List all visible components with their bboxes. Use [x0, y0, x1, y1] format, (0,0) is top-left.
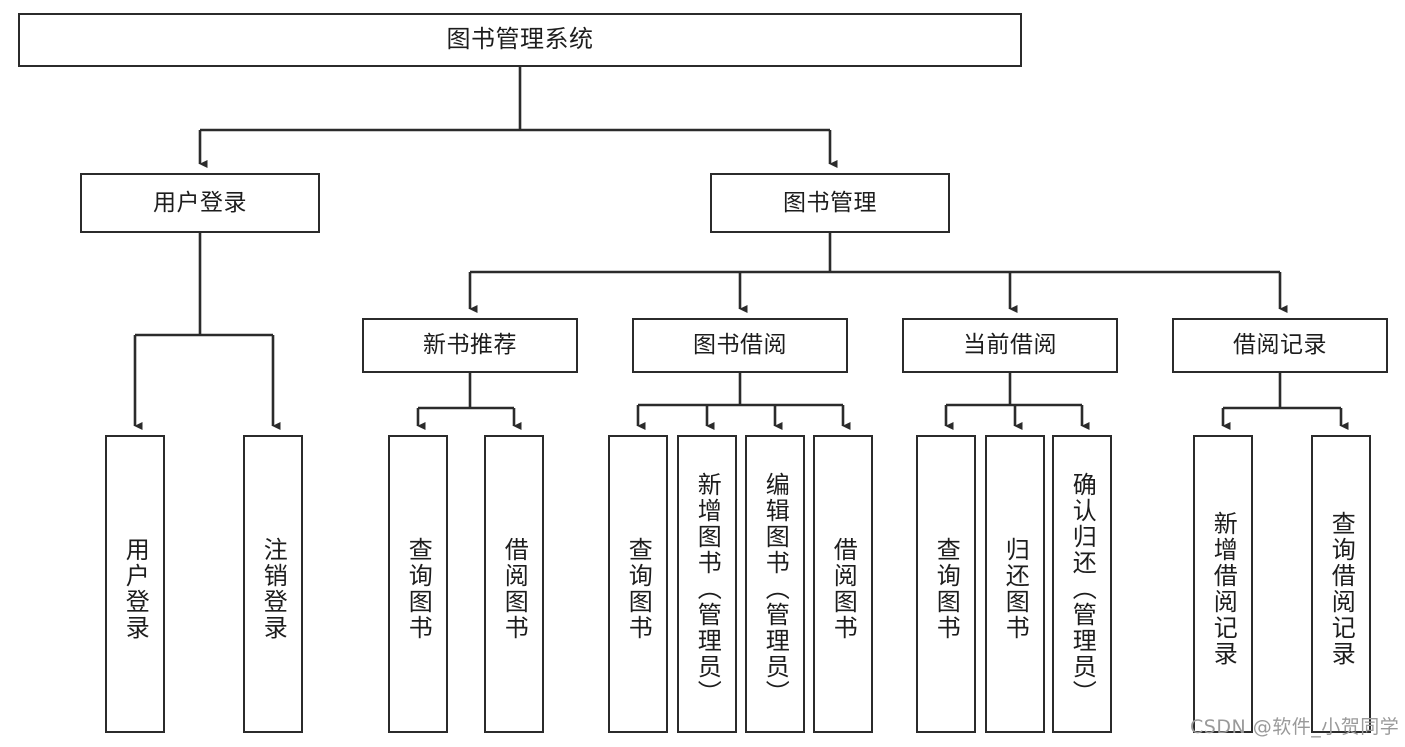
csdn-watermark: CSDN @软件_小贺同学	[1190, 716, 1400, 738]
node-leaf-query-record[interactable]: 查询借阅记录	[1311, 435, 1371, 733]
node-leaf-borrow-book-1-label: 借阅图书	[500, 537, 529, 641]
node-leaf-borrow-book-1[interactable]: 借阅图书	[484, 435, 544, 733]
node-leaf-user-login-label: 用户登录	[121, 537, 150, 641]
node-leaf-query-book-1-label: 查询图书	[404, 537, 433, 641]
node-book-manage[interactable]: 图书管理	[710, 173, 950, 233]
node-leaf-return-book-label: 归还图书	[1001, 537, 1030, 641]
node-leaf-confirm-return[interactable]: 确认归还（管理员）	[1052, 435, 1112, 733]
node-current-borrow-label: 当前借阅	[963, 332, 1057, 359]
node-book-manage-label: 图书管理	[783, 189, 877, 216]
node-root[interactable]: 图书管理系统	[18, 13, 1022, 67]
node-new-book-recommend[interactable]: 新书推荐	[362, 318, 578, 373]
node-leaf-user-login[interactable]: 用户登录	[105, 435, 165, 733]
node-leaf-add-record-label: 新增借阅记录	[1209, 511, 1238, 667]
node-user-login-label: 用户登录	[153, 189, 247, 216]
node-borrow-record-label: 借阅记录	[1233, 332, 1327, 359]
node-leaf-query-book-2[interactable]: 查询图书	[608, 435, 668, 733]
node-leaf-query-book-2-label: 查询图书	[624, 537, 653, 641]
node-leaf-add-book-label: 新增图书（管理员）	[693, 472, 722, 706]
node-leaf-add-record[interactable]: 新增借阅记录	[1193, 435, 1253, 733]
node-leaf-borrow-book-2-label: 借阅图书	[829, 537, 858, 641]
node-new-book-recommend-label: 新书推荐	[423, 332, 517, 359]
node-leaf-add-book[interactable]: 新增图书（管理员）	[677, 435, 737, 733]
node-leaf-user-logout[interactable]: 注销登录	[243, 435, 303, 733]
node-leaf-confirm-return-label: 确认归还（管理员）	[1068, 472, 1097, 706]
node-leaf-query-book-3-label: 查询图书	[932, 537, 961, 641]
node-leaf-borrow-book-2[interactable]: 借阅图书	[813, 435, 873, 733]
node-leaf-user-logout-label: 注销登录	[259, 537, 288, 641]
node-leaf-return-book[interactable]: 归还图书	[985, 435, 1045, 733]
node-leaf-query-book-1[interactable]: 查询图书	[388, 435, 448, 733]
node-leaf-edit-book-label: 编辑图书（管理员）	[761, 472, 790, 706]
node-user-login[interactable]: 用户登录	[80, 173, 320, 233]
node-leaf-query-book-3[interactable]: 查询图书	[916, 435, 976, 733]
node-book-borrow-label: 图书借阅	[693, 332, 787, 359]
node-root-label: 图书管理系统	[446, 25, 594, 54]
node-current-borrow[interactable]: 当前借阅	[902, 318, 1118, 373]
node-book-borrow[interactable]: 图书借阅	[632, 318, 848, 373]
node-leaf-edit-book[interactable]: 编辑图书（管理员）	[745, 435, 805, 733]
node-borrow-record[interactable]: 借阅记录	[1172, 318, 1388, 373]
node-leaf-query-record-label: 查询借阅记录	[1327, 511, 1356, 667]
